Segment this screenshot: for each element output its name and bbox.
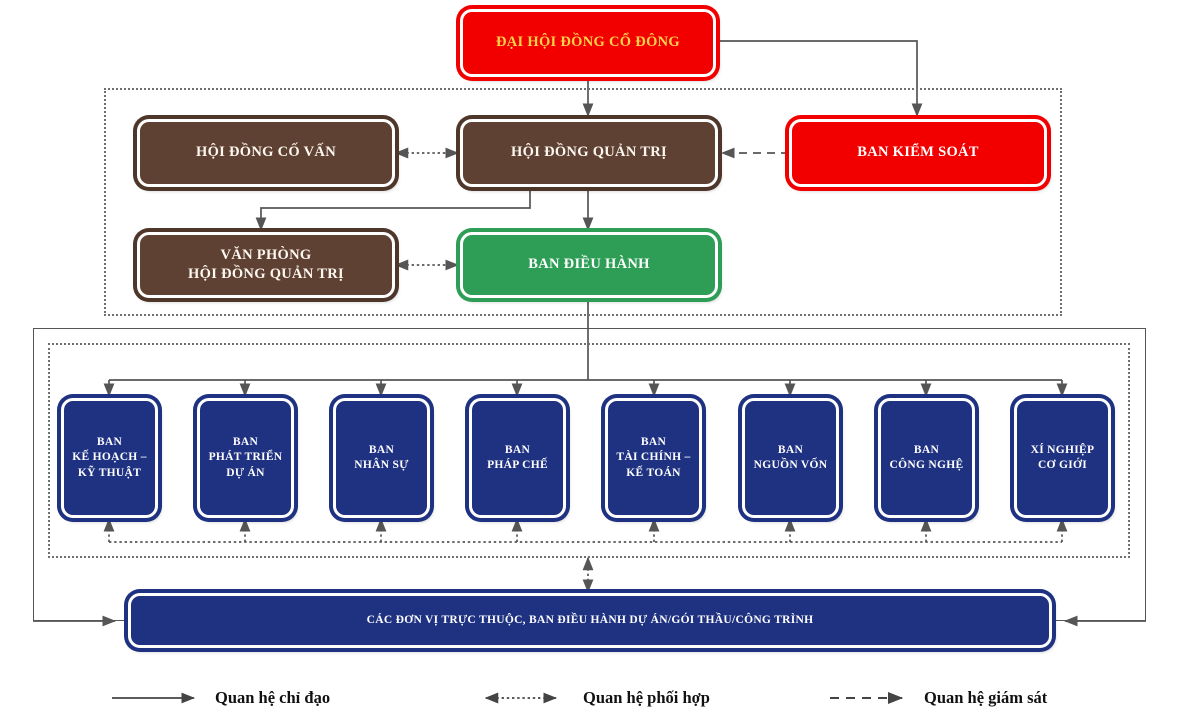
dept-label-line-1: BAN bbox=[640, 436, 667, 449]
legend-label: Quan hệ phối hợp bbox=[583, 688, 710, 707]
node-label: HỘI ĐỒNG CỐ VẤN bbox=[196, 144, 336, 161]
dept-label-line-1: BAN bbox=[913, 443, 940, 456]
node-label: ĐẠI HỘI ĐỒNG CỔ ĐÔNG bbox=[495, 34, 681, 51]
dept-label-line-1: BAN bbox=[232, 436, 259, 449]
solid-arrow-icon bbox=[110, 688, 205, 708]
dept-label-line-2: PHÁT TRIỂN bbox=[208, 451, 283, 464]
dept-ban-ke-hoach-ky-thuat[interactable]: BAN KẾ HOẠCH – KỸ THUẬT bbox=[61, 398, 158, 518]
governance-group-container bbox=[104, 88, 1062, 316]
dept-label-line-3: KẾ TOÁN bbox=[626, 466, 681, 479]
dept-ban-cong-nghe[interactable]: BAN CÔNG NGHỆ bbox=[878, 398, 975, 518]
node-ban-dieu-hanh[interactable]: BAN ĐIỀU HÀNH bbox=[460, 232, 718, 298]
node-cac-don-vi-truc-thuoc[interactable]: CÁC ĐƠN VỊ TRỰC THUỘC, BAN ĐIỀU HÀNH DỰ … bbox=[128, 593, 1052, 648]
dept-label-line-1: BAN bbox=[777, 443, 804, 456]
node-label: BAN KIỂM SOÁT bbox=[857, 144, 979, 161]
node-label-line-2: HỘI ĐỒNG QUẢN TRỊ bbox=[188, 266, 344, 282]
dashed-arrow-icon bbox=[828, 688, 914, 708]
legend-label: Quan hệ chỉ đạo bbox=[215, 688, 331, 707]
dept-label-line-2: TÀI CHÍNH – bbox=[616, 451, 691, 464]
legend-item-quan-he-giam-sat: Quan hệ giám sát bbox=[828, 684, 1047, 712]
legend-item-quan-he-chi-dao: Quan hệ chỉ đạo bbox=[110, 684, 330, 712]
node-hoi-dong-quan-tri[interactable]: HỘI ĐỒNG QUẢN TRỊ bbox=[460, 119, 718, 187]
dept-label-line-1: XÍ NGHIỆP bbox=[1030, 443, 1095, 456]
dept-xi-nghiep-co-gioi[interactable]: XÍ NGHIỆP CƠ GIỚI bbox=[1014, 398, 1111, 518]
node-dai-hoi-dong-co-dong[interactable]: ĐẠI HỘI ĐỒNG CỔ ĐÔNG bbox=[460, 9, 716, 77]
dept-ban-nguon-von[interactable]: BAN NGUỒN VỐN bbox=[742, 398, 839, 518]
dept-label-line-2: CƠ GIỚI bbox=[1037, 459, 1088, 471]
legend-label: Quan hệ giám sát bbox=[924, 688, 1048, 707]
dept-label-line-2: PHÁP CHẾ bbox=[487, 459, 548, 471]
dept-ban-tai-chinh-ke-toan[interactable]: BAN TÀI CHÍNH – KẾ TOÁN bbox=[605, 398, 702, 518]
legend: Quan hệ chỉ đạo Quan hệ phối hợp bbox=[0, 672, 1187, 720]
dept-label-line-1: BAN bbox=[96, 436, 123, 449]
dept-label-line-2: KẾ HOẠCH – bbox=[72, 451, 147, 464]
node-label: BAN ĐIỀU HÀNH bbox=[528, 256, 650, 273]
legend-item-quan-he-phoi-hop: Quan hệ phối hợp bbox=[478, 684, 710, 712]
dept-label-line-2: NHÂN SỰ bbox=[354, 459, 409, 471]
node-hoi-dong-co-van[interactable]: HỘI ĐỒNG CỐ VẤN bbox=[137, 119, 395, 187]
dept-ban-nhan-su[interactable]: BAN NHÂN SỰ bbox=[333, 398, 430, 518]
dept-ban-phap-che[interactable]: BAN PHÁP CHẾ bbox=[469, 398, 566, 518]
node-ban-kiem-soat[interactable]: BAN KIỂM SOÁT bbox=[789, 119, 1047, 187]
node-label: CÁC ĐƠN VỊ TRỰC THUỘC, BAN ĐIỀU HÀNH DỰ … bbox=[366, 613, 814, 626]
dept-label-line-2: NGUỒN VỐN bbox=[753, 459, 828, 471]
dept-label-line-1: BAN bbox=[504, 443, 531, 456]
dept-label-line-2: CÔNG NGHỆ bbox=[889, 459, 964, 471]
dept-label-line-3: KỸ THUẬT bbox=[77, 466, 142, 479]
node-label-line-1: VĂN PHÒNG bbox=[220, 246, 312, 263]
dept-label-line-3: DỰ ÁN bbox=[226, 466, 265, 479]
dept-label-line-1: BAN bbox=[368, 443, 395, 456]
dotted-double-arrow-icon bbox=[478, 688, 573, 708]
node-van-phong-hoi-dong-quan-tri[interactable]: VĂN PHÒNG HỘI ĐỒNG QUẢN TRỊ bbox=[137, 232, 395, 298]
node-label: HỘI ĐỒNG QUẢN TRỊ bbox=[511, 144, 667, 161]
dept-ban-phat-trien-du-an[interactable]: BAN PHÁT TRIỂN DỰ ÁN bbox=[197, 398, 294, 518]
